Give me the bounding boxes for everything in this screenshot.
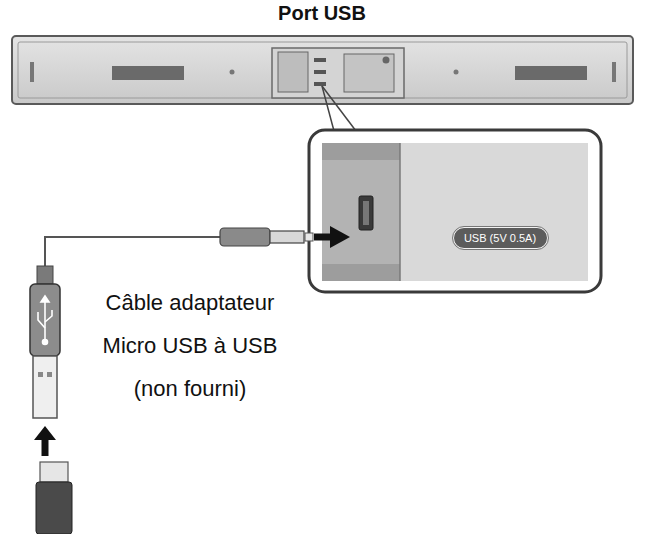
cable-label: Câble adaptateur Micro USB à USB (non fo…: [88, 281, 292, 410]
rating-text: USB (5V 0.5A): [464, 231, 537, 245]
title: Port USB: [222, 2, 422, 25]
zoom-callout: [309, 130, 601, 292]
adapter-cable: [30, 226, 350, 534]
soundbar: [12, 36, 633, 104]
usb-symbol: [38, 296, 52, 345]
rating-pill: USB (5V 0.5A): [453, 227, 548, 249]
zoom-leader: [322, 86, 356, 131]
